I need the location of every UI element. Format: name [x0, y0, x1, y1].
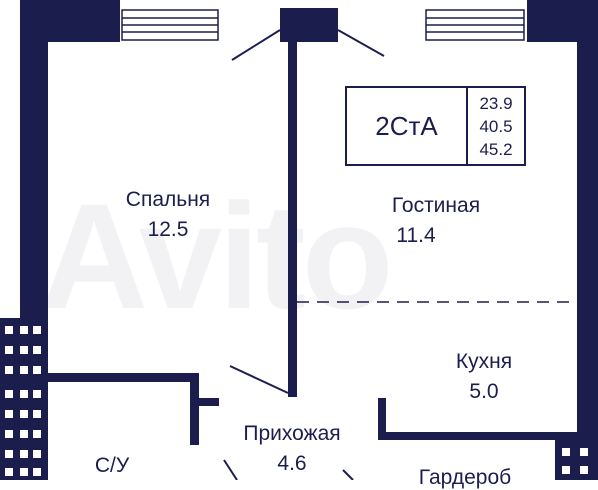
room-name: Кухня	[455, 350, 513, 373]
room-area: 4.6	[277, 452, 307, 475]
room-label-wardrobe: Гардероб	[390, 466, 540, 490]
room-area: 12.5	[147, 218, 189, 241]
room-area: 11.4	[396, 224, 436, 247]
room-name: С/У	[94, 454, 130, 477]
room-name: Гардероб	[418, 466, 512, 489]
swing-lines	[223, 29, 385, 480]
left-window-grid	[5, 326, 41, 476]
room-label-living: Гостиная 11.4	[364, 194, 508, 248]
room-name: Спальня	[125, 188, 211, 211]
room-area: 5.0	[469, 380, 499, 403]
floor-plan	[0, 0, 598, 480]
area-living: 23.9	[479, 93, 513, 113]
room-label-bathroom: С/У	[72, 454, 152, 478]
room-label-hallway: Прихожая 4.6	[220, 422, 364, 476]
walls	[0, 0, 598, 480]
room-label-bedroom: Спальня 12.5	[98, 188, 238, 242]
right-window-grid	[562, 448, 588, 474]
unit-code-box: 2СтА 23.9 40.5 45.2	[345, 86, 526, 166]
area-total-net: 40.5	[479, 116, 513, 136]
unit-areas: 23.9 40.5 45.2	[468, 88, 524, 164]
watermark: Avito	[40, 172, 393, 340]
room-label-kitchen: Кухня 5.0	[424, 350, 544, 404]
room-name: Гостиная	[391, 194, 481, 217]
room-name: Прихожая	[243, 422, 341, 445]
top-windows	[121, 9, 525, 41]
unit-code: 2СтА	[347, 88, 468, 164]
area-total: 45.2	[479, 139, 513, 159]
